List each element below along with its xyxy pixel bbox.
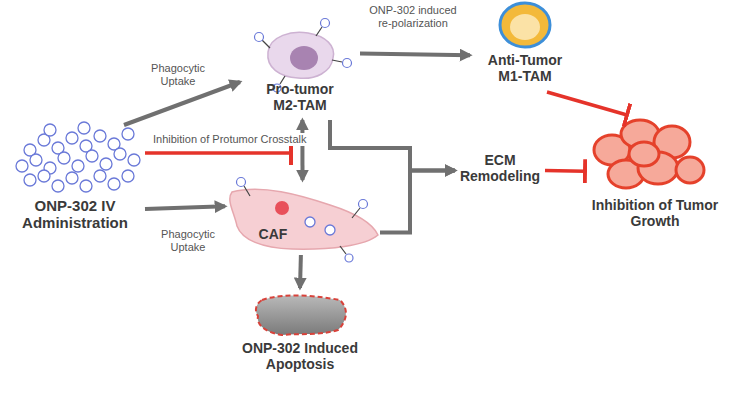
nanoparticle	[86, 150, 98, 162]
arrow-connector	[300, 120, 304, 180]
node-label: ONP-302 Induced Apoptosis	[235, 340, 365, 372]
edge-label: Phagocytic Uptake	[140, 62, 216, 88]
nanoparticle	[38, 170, 50, 182]
tumor-mass	[594, 120, 704, 188]
nanoparticle	[72, 160, 84, 172]
arrow-connector	[124, 82, 240, 125]
inhibition-connector	[547, 92, 627, 115]
inhibition-label: Inhibition of Protumor Crosstalk	[152, 133, 307, 146]
nanoparticle	[52, 180, 64, 192]
nanoparticle	[44, 124, 56, 136]
apoptosis-node: ONP-302 Induced Apoptosis	[235, 288, 365, 396]
apoptotic-cell	[256, 295, 346, 335]
nanoparticle	[58, 152, 70, 164]
inhibition-connector	[545, 169, 585, 173]
nanoparticle	[128, 154, 140, 166]
arrow-connector	[298, 255, 303, 288]
nanoparticle	[66, 132, 78, 144]
node-label: Inhibition of Tumor Growth	[585, 197, 725, 229]
nanoparticle	[108, 178, 120, 190]
caf-node: CAF	[225, 180, 380, 255]
node-label: Pro-tumor M2-TAM	[255, 81, 345, 113]
nanoparticle	[94, 170, 106, 182]
m1-tam-node: Anti-Tumor M1-TAM	[470, 0, 580, 92]
nanoparticle	[16, 160, 28, 172]
edge-label: ONP-302 induced re-polarization	[362, 4, 464, 30]
nanoparticle	[78, 122, 90, 134]
node-label: ONP-302 IV Administration	[5, 197, 145, 232]
arrow-connector	[330, 120, 455, 171]
nanoparticle	[122, 128, 134, 140]
node-label: CAF	[253, 226, 293, 242]
tumor-node: Inhibition of Tumor Growth	[585, 115, 725, 240]
nanoparticle	[66, 172, 78, 184]
nanoparticle	[24, 174, 36, 186]
nanoparticle-node: ONP-302 IV Administration	[5, 125, 145, 237]
m2-tam-cell	[255, 19, 352, 93]
nanoparticle	[100, 158, 112, 170]
m2-tam-node: Pro-tumor M2-TAM	[240, 25, 360, 120]
edge-label: Phagocytic Uptake	[150, 228, 226, 254]
arrow-connector	[360, 54, 470, 56]
node-label: ECM Remodeling	[455, 152, 545, 184]
nanoparticle	[114, 148, 126, 160]
nanoparticle	[94, 130, 106, 142]
ecm-node: ECM Remodeling	[455, 148, 545, 193]
nanoparticle	[122, 170, 134, 182]
arrow-connector	[380, 171, 455, 233]
node-label: Anti-Tumor M1-TAM	[480, 52, 570, 84]
nanoparticle-cluster	[16, 122, 140, 192]
nanoparticle	[80, 180, 92, 192]
m1-tam-cell	[500, 3, 550, 47]
caf-cell	[230, 178, 378, 263]
arrow-connector	[145, 206, 225, 209]
nanoparticle	[30, 154, 42, 166]
